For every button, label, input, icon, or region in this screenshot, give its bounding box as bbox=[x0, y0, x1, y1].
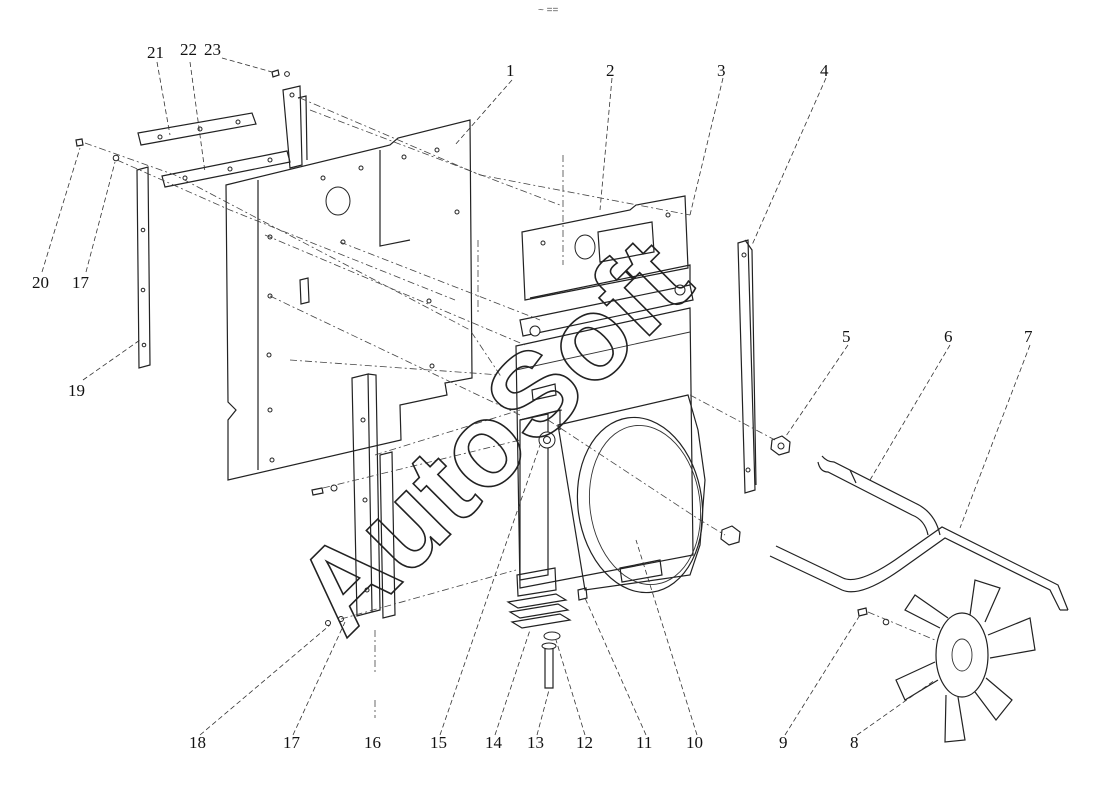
watermark: AutoSoft bbox=[270, 213, 716, 659]
callout-23: 23 bbox=[204, 40, 221, 59]
callout-17-upper: 17 bbox=[72, 273, 90, 292]
part-21-upper-bar bbox=[137, 112, 257, 146]
part-14-pads bbox=[506, 593, 572, 629]
part-13-bolt bbox=[541, 642, 557, 689]
callout-18: 18 bbox=[189, 733, 206, 752]
callout-3: 3 bbox=[717, 61, 726, 80]
part-1-shroud-panel bbox=[225, 119, 473, 481]
callout-5: 5 bbox=[842, 327, 851, 346]
part-23-bracket bbox=[282, 85, 308, 169]
part-19-left-strip bbox=[136, 166, 151, 369]
callout-20: 20 bbox=[32, 273, 49, 292]
callout-12: 12 bbox=[576, 733, 593, 752]
callout-1: 1 bbox=[506, 61, 515, 80]
callout-7: 7 bbox=[1024, 327, 1033, 346]
assembly-centerlines bbox=[84, 97, 936, 718]
callout-9: 9 bbox=[779, 733, 788, 752]
part-18-bolt bbox=[311, 487, 331, 626]
callout-15: 15 bbox=[430, 733, 447, 752]
top-mark: ~ == bbox=[538, 5, 558, 16]
part-7-lower-hose bbox=[769, 526, 1069, 611]
part-6-upper-hose bbox=[817, 455, 941, 536]
callout-14: 14 bbox=[485, 733, 503, 752]
callout-4: 4 bbox=[820, 61, 829, 80]
callout-21: 21 bbox=[147, 43, 164, 62]
callout-22: 22 bbox=[180, 40, 197, 59]
part-3-top-tank bbox=[519, 264, 694, 337]
part-16-frame-post bbox=[351, 373, 396, 619]
callout-8: 8 bbox=[850, 733, 859, 752]
part-4-right-strip bbox=[737, 239, 757, 494]
callout-16: 16 bbox=[364, 733, 381, 752]
callout-17-lower: 17 bbox=[283, 733, 301, 752]
callout-11: 11 bbox=[636, 733, 652, 752]
part-12-washer bbox=[543, 631, 561, 641]
part-11-bolt bbox=[577, 587, 588, 601]
part-10-fan-shroud bbox=[557, 394, 706, 594]
part-22-lower-bar bbox=[161, 150, 291, 188]
callout-10: 10 bbox=[686, 733, 703, 752]
part-2-plate bbox=[521, 195, 689, 301]
part-17-washer-upper bbox=[112, 154, 120, 162]
leader-lines bbox=[41, 57, 1031, 736]
callout-labels: 1 2 3 4 5 6 7 8 9 10 11 12 13 14 15 16 1… bbox=[32, 40, 1033, 752]
callout-13: 13 bbox=[527, 733, 544, 752]
part-20-bolt bbox=[75, 138, 84, 147]
callout-6: 6 bbox=[944, 327, 953, 346]
part-5-nut bbox=[720, 435, 791, 546]
bolts-top bbox=[271, 69, 290, 78]
part-9-bolt bbox=[857, 607, 890, 626]
callout-19: 19 bbox=[68, 381, 85, 400]
part-8-fan bbox=[895, 579, 1036, 743]
part-15-side-post bbox=[516, 413, 557, 597]
callout-2: 2 bbox=[606, 61, 615, 80]
